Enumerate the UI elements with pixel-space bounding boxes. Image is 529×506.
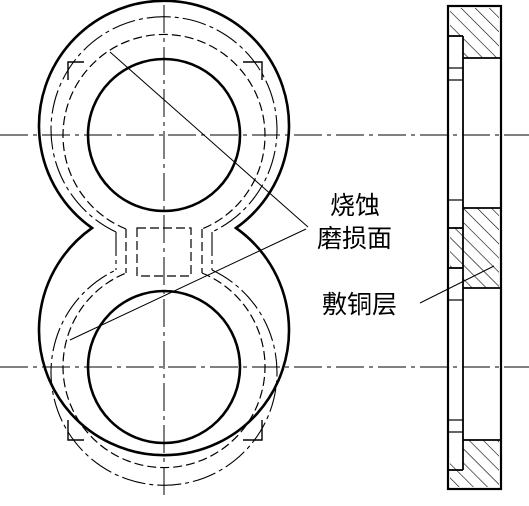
leader-copper — [419, 265, 495, 304]
section-outline — [446, 4, 503, 491]
notch-lower-right — [243, 420, 263, 441]
leader-lines — [69, 51, 495, 341]
erosion-boundary — [50, 16, 278, 486]
copper-layer-label: 敷铜层 — [322, 290, 398, 319]
erosion-label-line1: 烧蚀 — [330, 191, 381, 220]
lower-hidden-arc — [62, 272, 266, 469]
upper-bore — [86, 57, 242, 213]
hatch-bottom-cap — [450, 462, 463, 487]
notch-upper-right — [243, 61, 263, 80]
notches — [67, 61, 263, 441]
hidden-lines — [62, 33, 266, 469]
lower-bore — [86, 289, 242, 445]
hatch-top-cap — [450, 8, 463, 36]
outer-profile — [37, 0, 291, 457]
notch-upper-left — [67, 61, 84, 80]
hatch-bottom — [463, 440, 499, 487]
leader-erosion-lower — [69, 228, 307, 341]
notch-lower-left — [67, 420, 84, 441]
hatch-middle — [463, 208, 499, 288]
web-hidden-recess — [136, 227, 192, 277]
center-lines — [0, 5, 529, 500]
hatch-middle-side — [450, 228, 463, 268]
leader-erosion-upper — [109, 51, 309, 228]
upper-hidden-arc — [62, 33, 266, 230]
hatch-top — [463, 8, 499, 58]
erosion-label-line2: 磨损面 — [317, 224, 393, 253]
section-view — [446, 4, 503, 491]
